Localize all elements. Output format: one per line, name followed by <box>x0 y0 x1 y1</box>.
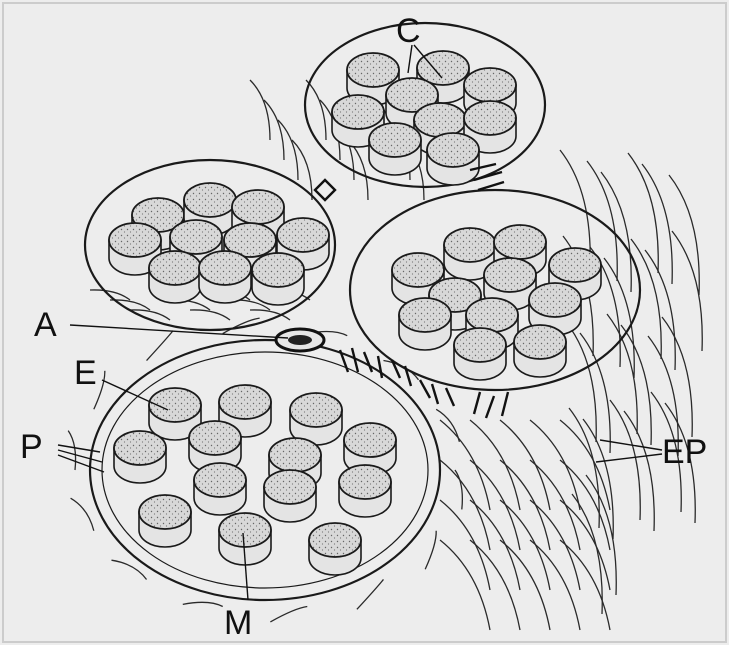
artery-vessel <box>276 329 324 351</box>
muscle-fiber <box>114 431 166 483</box>
connective-fiber-stroke <box>628 153 658 273</box>
connective-fiber-stroke <box>440 460 490 550</box>
label-m: M <box>224 604 252 642</box>
connective-fiber-stroke <box>560 540 610 630</box>
muscle-fiber <box>427 133 479 185</box>
muscle-fiber <box>264 470 316 522</box>
label-c: C <box>396 12 421 50</box>
connective-fiber-stroke <box>470 460 520 550</box>
muscle-fiber <box>252 253 304 305</box>
connective-fiber-stroke <box>500 460 550 550</box>
connective-fiber-stroke <box>278 120 298 180</box>
connective-fiber-stroke <box>631 239 661 359</box>
connective-fiber-stroke <box>190 310 230 320</box>
muscle-fiber <box>139 495 191 547</box>
connective-fiber-stroke <box>440 420 490 510</box>
connective-fiber-stroke <box>530 460 580 550</box>
connective-fiber-stroke <box>470 420 520 510</box>
connective-fiber-stroke <box>645 250 675 370</box>
connective-fiber-stroke <box>292 140 312 200</box>
muscle-fiber <box>369 123 421 175</box>
muscle-fiber <box>194 463 246 515</box>
connective-fiber-stroke <box>572 494 602 614</box>
connective-fiber-stroke <box>71 498 94 531</box>
connective-fiber-stroke <box>68 431 75 470</box>
label-ep: EP <box>662 433 707 471</box>
muscle-fiber <box>339 465 391 517</box>
connective-fiber-stroke <box>470 540 520 630</box>
connective-fiber-stroke <box>566 322 596 442</box>
connective-fiber-stroke <box>560 460 610 550</box>
connective-fiber-stroke <box>470 500 520 590</box>
connective-fiber-stroke <box>436 409 459 442</box>
connective-fiber-stroke <box>569 408 599 528</box>
connective-fiber-stroke <box>223 318 260 333</box>
connective-fiber-stroke <box>500 500 550 590</box>
connective-fiber-stroke <box>530 420 580 510</box>
label-p: P <box>20 428 43 466</box>
label-a: A <box>34 306 57 344</box>
muscle-fiber <box>399 298 451 350</box>
connective-fiber-stroke <box>357 579 384 609</box>
muscle-fiber <box>149 251 201 303</box>
connective-fiber-stroke <box>500 540 550 630</box>
muscle-fiber <box>454 328 506 380</box>
connective-fiber-stroke <box>183 602 223 606</box>
leader-ep-2 <box>596 454 662 462</box>
connective-fiber-stroke <box>425 531 436 569</box>
muscle-fiber <box>309 523 361 575</box>
leader-p-3 <box>58 455 104 472</box>
connective-fiber-stroke <box>147 331 174 361</box>
connective-fiber-stroke <box>500 420 550 510</box>
muscle-fiber <box>514 325 566 377</box>
connective-fiber-stroke <box>306 80 326 140</box>
muscle-fiber <box>199 251 251 303</box>
connective-fiber-stroke <box>560 420 610 510</box>
connective-fiber-stroke <box>264 100 284 160</box>
connective-fiber-stroke <box>624 411 654 531</box>
connective-fiber-stroke <box>530 540 580 630</box>
connective-fiber-stroke <box>250 80 270 140</box>
connective-fiber-stroke <box>440 540 490 630</box>
connective-fiber-stroke <box>440 500 490 590</box>
connective-fiber-stroke <box>270 606 307 621</box>
connective-fiber-stroke <box>530 500 580 590</box>
label-e: E <box>74 354 97 392</box>
